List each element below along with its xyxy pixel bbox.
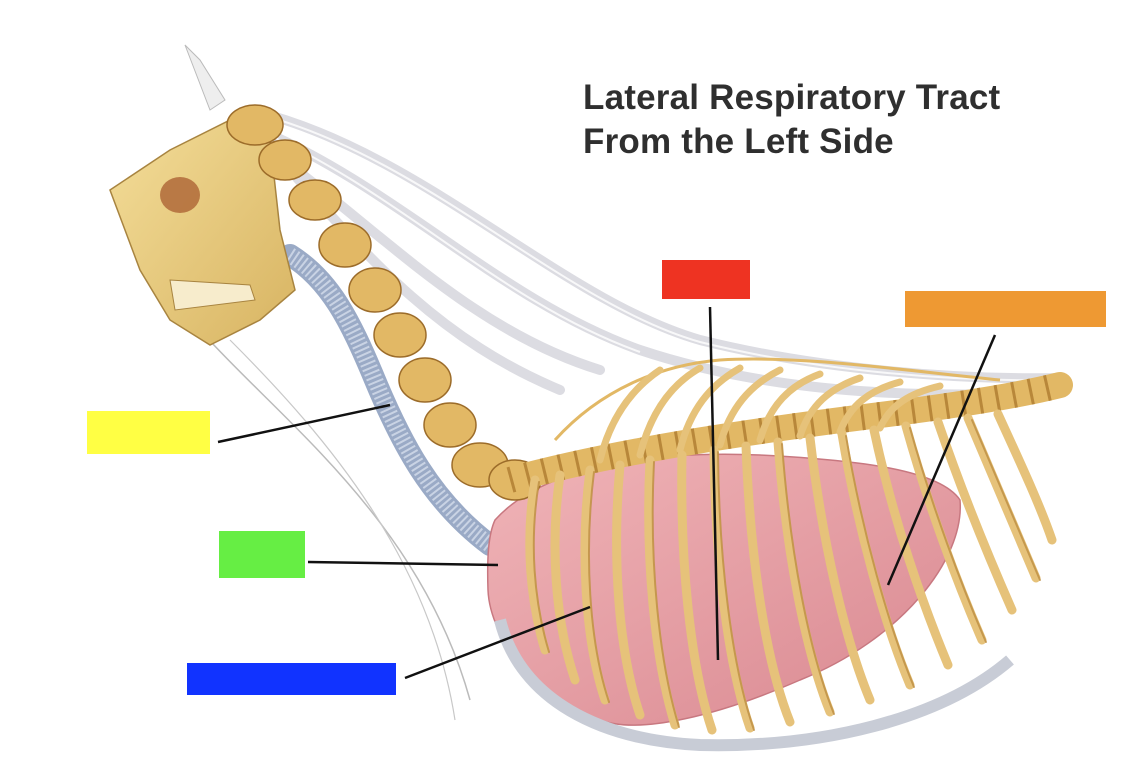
label-box-red[interactable]: [662, 260, 750, 299]
body-outline: [199, 329, 471, 701]
label-box-orange[interactable]: [905, 291, 1106, 327]
costal-arch: [494, 618, 1014, 752]
leader-line-blue: [404, 605, 591, 680]
orbit: [160, 177, 200, 213]
label-box-green[interactable]: [219, 531, 305, 578]
dorsal-processes: [553, 357, 1001, 442]
rib-heads: [596, 364, 944, 464]
leader-lines: [217, 306, 997, 680]
jaw-teeth: [169, 279, 256, 311]
leader-line-orange: [886, 334, 997, 586]
label-box-yellow[interactable]: [87, 411, 210, 454]
horn: [184, 44, 226, 111]
leader-line-red: [708, 306, 720, 661]
leader-line-yellow: [217, 403, 391, 444]
leader-line-green: [307, 560, 499, 567]
title-line-1: Lateral Respiratory Tract: [583, 78, 1001, 117]
body-outline: [229, 339, 456, 721]
label-box-blue[interactable]: [187, 663, 396, 695]
diagram-title: Lateral Respiratory Tract From the Left …: [583, 76, 1103, 164]
title-line-2: From the Left Side: [583, 122, 894, 161]
